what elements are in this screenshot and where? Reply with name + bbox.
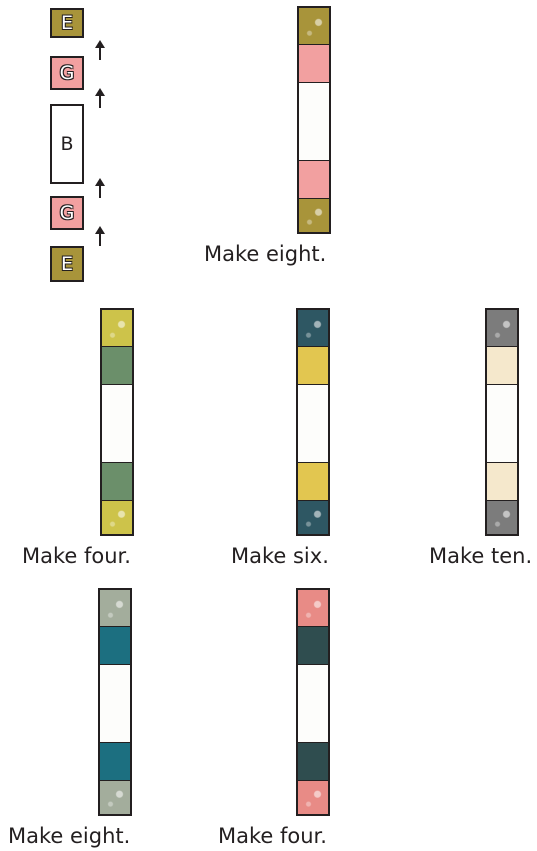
strip-mid-block <box>298 462 328 500</box>
strip-mid-block <box>298 346 328 384</box>
strip-end-block <box>102 310 132 346</box>
strip-mid-block <box>299 44 329 82</box>
strip-mid-block <box>100 626 130 664</box>
strip-mid-block <box>100 742 130 780</box>
piece-letter: G <box>60 62 75 84</box>
piece-letter: G <box>60 202 75 224</box>
strip-end-block <box>299 8 329 44</box>
strip-mid-block <box>102 346 132 384</box>
strip-end-block <box>100 590 130 626</box>
strip-mid-block <box>102 462 132 500</box>
strip-end-block <box>298 310 328 346</box>
piece-e-bottom: E <box>50 246 84 282</box>
strip-cream-gray <box>485 308 519 536</box>
strip-mid-block <box>487 462 517 500</box>
piece-letter: E <box>61 253 73 275</box>
strip-end-block <box>487 310 517 346</box>
strip-caption: Make four. <box>22 544 131 568</box>
strip-mid-block <box>298 626 328 664</box>
strip-center-block <box>102 384 132 462</box>
arrow-up-icon <box>94 178 106 198</box>
strip-center-block <box>298 384 328 462</box>
arrow-up-icon <box>94 40 106 60</box>
piece-letter: B <box>60 133 73 155</box>
piece-letter: E <box>61 12 73 34</box>
strip-green-lime <box>100 308 134 536</box>
arrow-up-icon <box>94 226 106 246</box>
strip-end-block <box>298 500 328 534</box>
piece-g-top: G <box>50 56 84 90</box>
strip-caption: Make ten. <box>429 544 532 568</box>
strip-mid-block <box>299 160 329 198</box>
strip-center-block <box>487 384 517 462</box>
strip-caption: Make eight. <box>8 824 130 848</box>
strip-end-block <box>298 780 328 814</box>
strip-caption: Make six. <box>231 544 329 568</box>
strip-pink-gold <box>297 6 331 234</box>
strip-darkteal-floral <box>296 588 330 816</box>
strip-end-block <box>100 780 130 814</box>
strip-end-block <box>487 500 517 534</box>
strip-center-block <box>299 82 329 160</box>
strip-caption: Make eight. <box>204 242 326 266</box>
strip-center-block <box>100 664 130 742</box>
strip-center-block <box>298 664 328 742</box>
piece-g-bottom: G <box>50 196 84 230</box>
strip-mid-block <box>298 742 328 780</box>
arrow-up-icon <box>94 88 106 108</box>
strip-mid-block <box>487 346 517 384</box>
strip-end-block <box>102 500 132 534</box>
strip-end-block <box>298 590 328 626</box>
strip-teal-sage <box>98 588 132 816</box>
strip-yellow-teal <box>296 308 330 536</box>
strip-caption: Make four. <box>218 824 327 848</box>
strip-end-block <box>299 198 329 232</box>
piece-b-center: B <box>50 104 84 184</box>
piece-e-top: E <box>50 8 84 38</box>
